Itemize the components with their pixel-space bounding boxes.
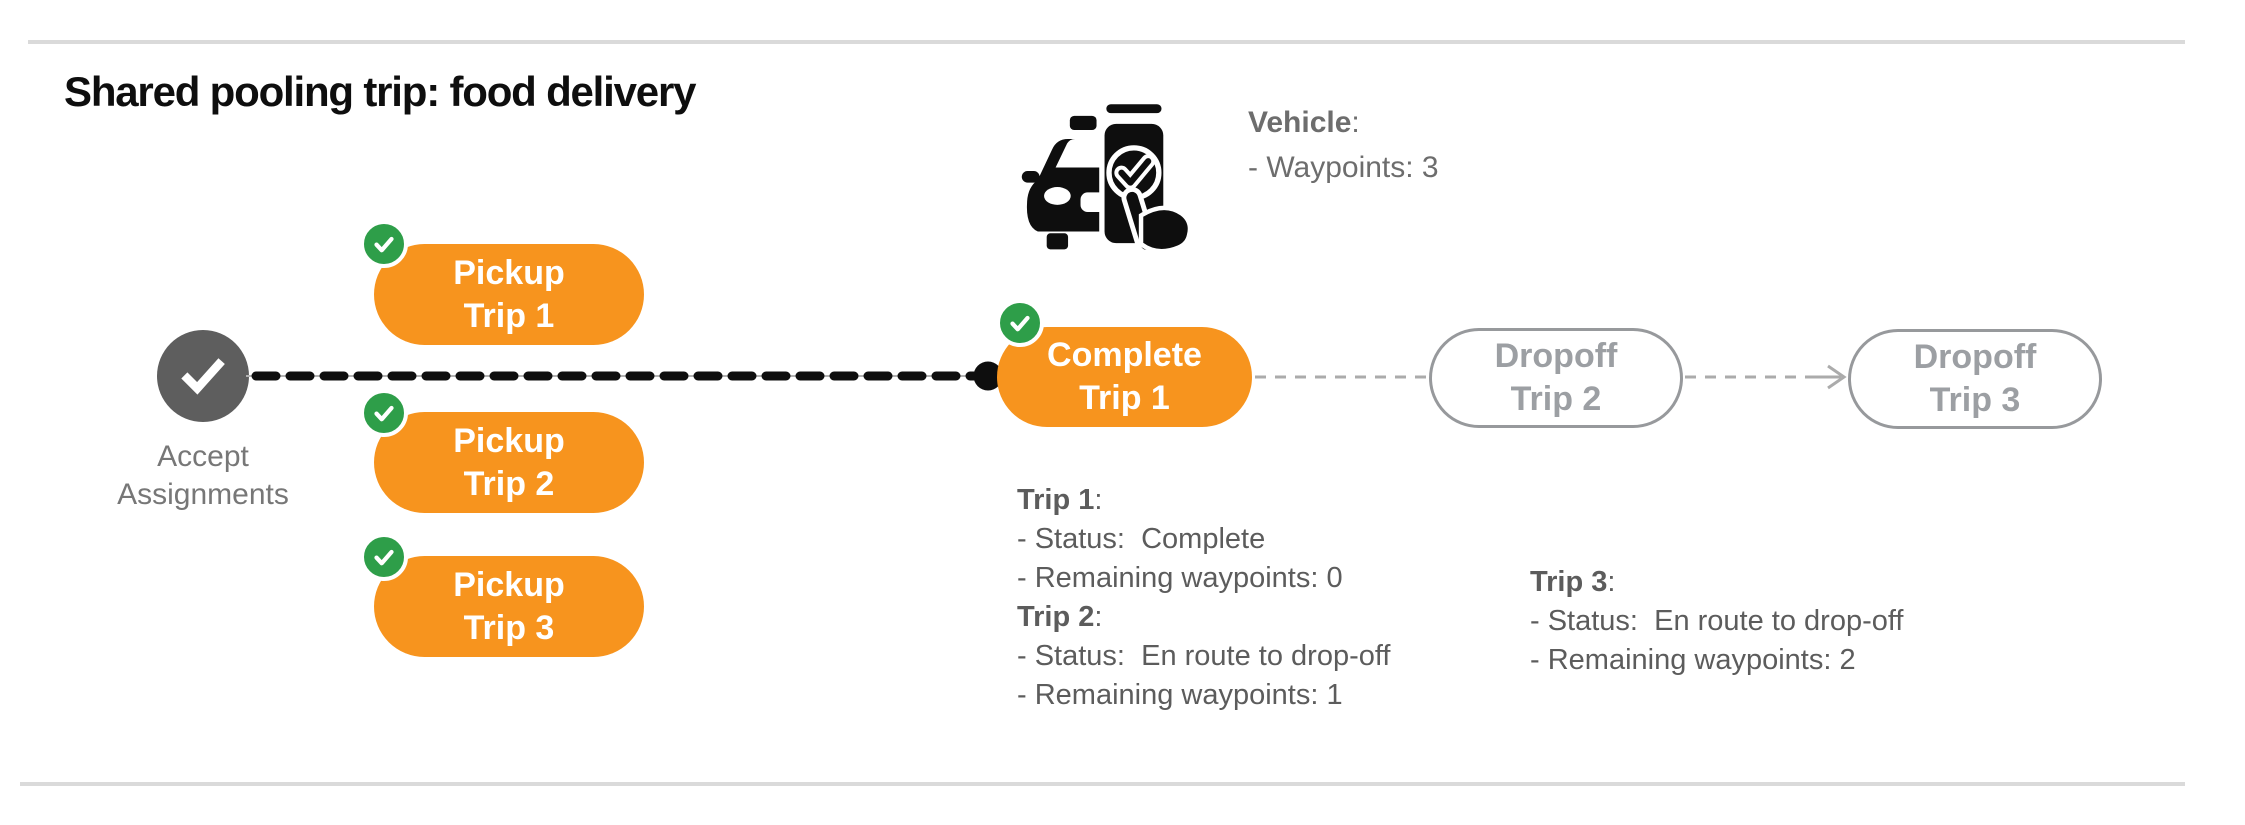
dropoff-trip-2-node: Dropoff Trip 2 bbox=[1429, 328, 1683, 428]
bottom-divider bbox=[20, 782, 2185, 786]
pickup-trip-1-node: Pickup Trip 1 bbox=[374, 244, 644, 345]
trip-3-status: - Status: En route to drop-off bbox=[1530, 605, 1904, 637]
pickup-trip-3-node: Pickup Trip 3 bbox=[374, 556, 644, 657]
dashed-arrow-connector bbox=[1685, 364, 1847, 390]
trip-3-waypoints: - Remaining waypoints: 2 bbox=[1530, 644, 1856, 676]
waypoint-dot bbox=[973, 361, 1003, 391]
vehicle-info: Vehicle: - Waypoints: 3 bbox=[1248, 100, 1439, 190]
trip-2-status: - Status: En route to drop-off bbox=[1017, 640, 1391, 672]
check-badge-icon bbox=[360, 220, 408, 268]
checkmark-icon bbox=[170, 341, 236, 412]
accept-assignments-label: Accept Assignments bbox=[117, 440, 289, 511]
complete-trip-1-node: Complete Trip 1 bbox=[997, 327, 1252, 427]
check-badge-icon bbox=[996, 299, 1044, 347]
top-divider bbox=[28, 40, 2185, 44]
trip-status-block-left: Trip 1: - Status: Complete - Remaining w… bbox=[1017, 481, 1390, 715]
pickup-trip-2-node: Pickup Trip 2 bbox=[374, 412, 644, 513]
dashed-route-connector bbox=[246, 361, 1003, 391]
page-title: Shared pooling trip: food delivery bbox=[64, 68, 696, 115]
trip-1-status: - Status: Complete bbox=[1017, 523, 1266, 555]
vehicle-waypoints: - Waypoints: 3 bbox=[1248, 151, 1439, 184]
accept-assignments-node bbox=[157, 330, 249, 422]
dropoff-trip-3-node: Dropoff Trip 3 bbox=[1848, 329, 2102, 429]
trip-2-waypoints: - Remaining waypoints: 1 bbox=[1017, 679, 1343, 711]
check-badge-icon bbox=[360, 533, 408, 581]
trip-1-waypoints: - Remaining waypoints: 0 bbox=[1017, 562, 1343, 594]
arrowhead-icon bbox=[1827, 364, 1847, 390]
trip-3-heading: Trip 3: bbox=[1530, 566, 1616, 598]
vehicle-label: Vehicle: bbox=[1248, 106, 1360, 139]
car-phone-check-icon bbox=[1020, 82, 1198, 260]
trip-1-heading: Trip 1: bbox=[1017, 484, 1103, 516]
dashed-connector bbox=[1255, 375, 1427, 379]
check-badge-icon bbox=[360, 389, 408, 437]
trip-2-heading: Trip 2: bbox=[1017, 601, 1103, 633]
trip-status-block-right: Trip 3: - Status: En route to drop-off -… bbox=[1530, 563, 1903, 680]
